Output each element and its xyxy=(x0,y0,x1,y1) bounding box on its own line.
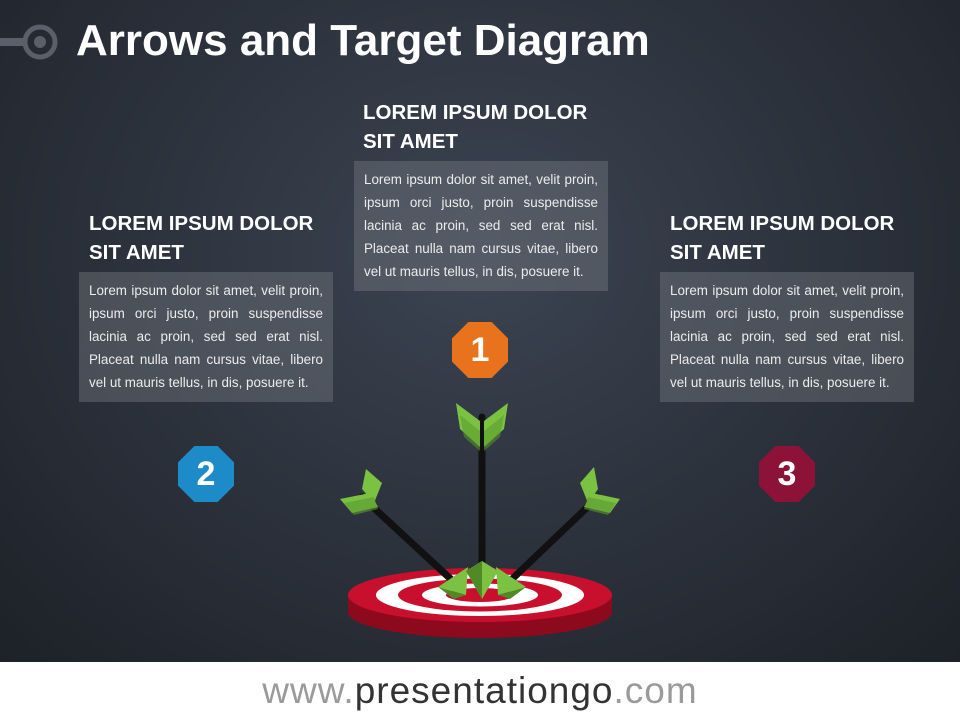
footer-suffix: .com xyxy=(613,670,698,711)
badge-3: 3 xyxy=(759,446,815,502)
footer-brand: presentationgo xyxy=(354,670,614,711)
block-3-body: Lorem ipsum dolor sit amet, velit proin,… xyxy=(660,272,914,402)
block-2-body: Lorem ipsum dolor sit amet, velit proin,… xyxy=(79,272,333,402)
page-title: Arrows and Target Diagram xyxy=(76,16,650,65)
block-3-heading: LOREM IPSUM DOLOR SIT AMET xyxy=(670,212,895,264)
octagon-icon xyxy=(452,322,508,378)
block-1-body: Lorem ipsum dolor sit amet, velit proin,… xyxy=(354,161,608,291)
badge-1-number: 1 xyxy=(470,331,490,369)
footer-prefix: www. xyxy=(262,670,355,711)
block-1-heading: LOREM IPSUM DOLOR SIT AMET xyxy=(363,101,588,153)
badge-2-number: 2 xyxy=(196,455,216,493)
footer-website: www.presentationgo.com xyxy=(0,662,960,720)
octagon-icon xyxy=(178,446,234,502)
badge-1: 1 xyxy=(452,322,508,378)
block-2-heading: LOREM IPSUM DOLOR SIT AMET xyxy=(89,212,314,264)
ring-decoration-icon xyxy=(0,24,58,60)
target-with-arrows-illustration xyxy=(340,403,620,638)
badge-2: 2 xyxy=(178,446,234,502)
slide: Arrows and Target Diagram LOREM IPSUM DO… xyxy=(0,0,960,662)
badge-3-number: 3 xyxy=(777,455,797,493)
octagon-icon xyxy=(759,446,815,502)
